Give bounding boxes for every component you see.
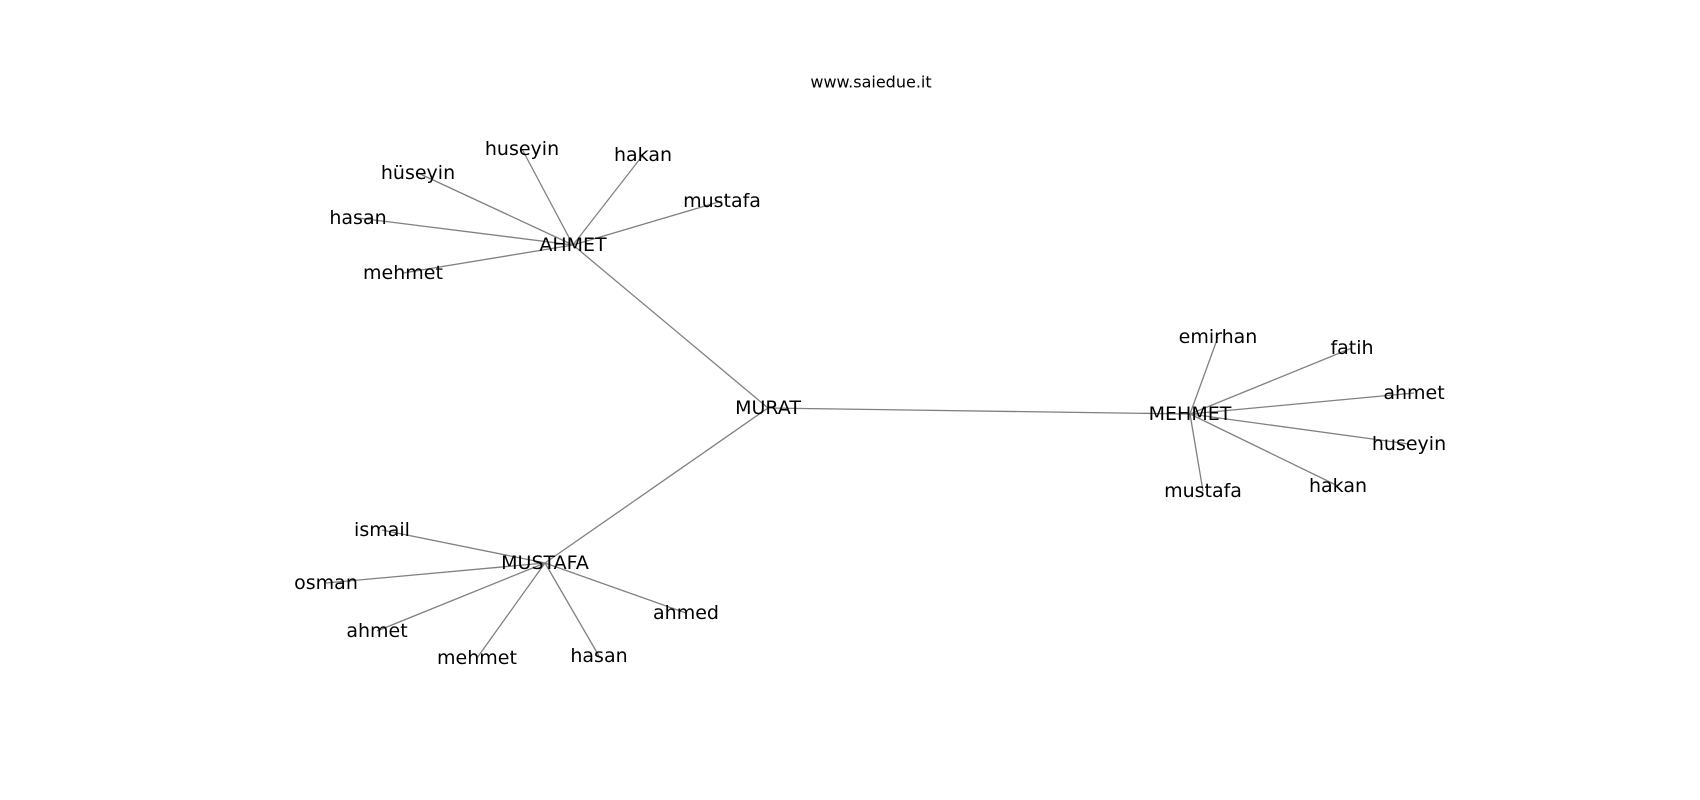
edge-mustafa-mustafa_osman: [325, 562, 546, 584]
node-mustafa_ismail: ismail: [354, 519, 410, 541]
edge-murat-mehmet: [767, 407, 1191, 415]
edge-ahmet-ahmet_huseyin: [521, 148, 574, 246]
node-murat: MURAT: [735, 397, 801, 419]
node-mehmet: MEHMET: [1149, 403, 1232, 425]
node-mustafa_mehmet: mehmet: [437, 647, 517, 669]
edge-ahmet-ahmet_hasan: [357, 217, 574, 246]
edge-mehmet-mehmet_fatih: [1189, 347, 1353, 415]
node-ahmet_hakan: hakan: [614, 144, 672, 166]
edge-ahmet-ahmet_mehmet: [402, 244, 574, 274]
edge-mehmet-mehmet_hakan: [1189, 413, 1339, 487]
edge-murat-ahmet: [572, 244, 769, 409]
graph-edges: [325, 148, 1415, 659]
node-mehmet_huseyin: huseyin: [1372, 433, 1446, 455]
edge-mustafa-mustafa_mehmet: [476, 562, 546, 659]
node-mustafa_osman: osman: [294, 572, 358, 594]
edge-ahmet-ahmet_hakan: [572, 154, 644, 246]
edge-mehmet-mehmet_mustafa: [1189, 413, 1204, 492]
node-mehmet_ahmet: ahmet: [1383, 382, 1444, 404]
node-ahmet_hasan: hasan: [329, 207, 386, 229]
edge-ahmet-ahmet_mustafa: [572, 200, 723, 246]
node-mehmet_fatih: fatih: [1330, 337, 1373, 359]
node-mehmet_hakan: hakan: [1309, 475, 1367, 497]
node-mustafa_hasan: hasan: [570, 645, 627, 667]
node-mehmet_emirhan: emirhan: [1179, 326, 1258, 348]
edge-mehmet-mehmet_emirhan: [1189, 336, 1219, 415]
edge-murat-mustafa: [544, 407, 769, 564]
node-ahmet_mehmet: mehmet: [363, 262, 443, 284]
node-ahmet_huseyin2: hüseyin: [381, 162, 455, 184]
edge-mustafa-mustafa_ahmed: [544, 562, 687, 614]
site-title: www.saiedue.it: [810, 73, 931, 92]
node-ahmet_huseyin: huseyin: [485, 138, 559, 160]
node-ahmet: AHMET: [539, 234, 607, 256]
node-mustafa_ahmet: ahmet: [346, 620, 407, 642]
node-mehmet_mustafa: mustafa: [1164, 480, 1242, 502]
edge-mehmet-mehmet_ahmet: [1189, 392, 1415, 415]
edge-mustafa-mustafa_ismail: [381, 529, 546, 564]
edge-mustafa-mustafa_ahmet: [376, 562, 546, 632]
node-ahmet_mustafa: mustafa: [683, 190, 761, 212]
edge-mustafa-mustafa_hasan: [544, 562, 600, 657]
node-mustafa_ahmed: ahmed: [653, 602, 719, 624]
node-mustafa: MUSTAFA: [501, 552, 589, 574]
edge-mehmet-mehmet_huseyin: [1189, 413, 1410, 445]
edge-ahmet-ahmet_huseyin2: [417, 172, 574, 246]
